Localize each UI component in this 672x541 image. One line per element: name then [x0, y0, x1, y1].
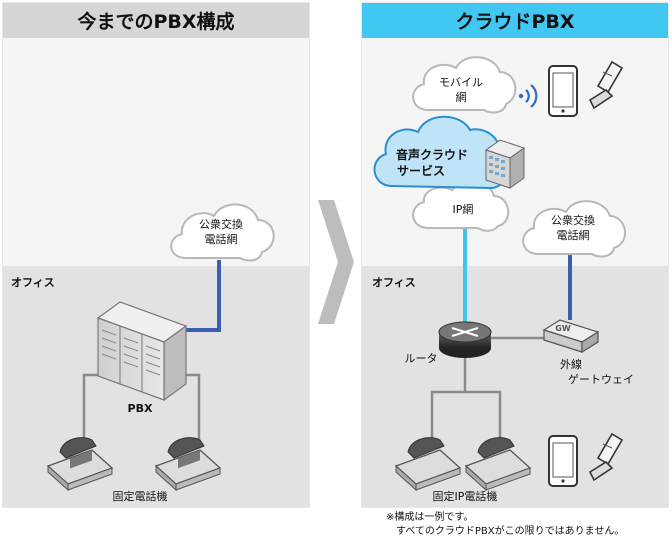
- pbx-label: PBX: [127, 402, 153, 415]
- pstn-label-right-1: 公衆交換: [551, 214, 595, 227]
- datacenter-server-icon: [484, 139, 526, 189]
- office-label-right: オフィス: [372, 276, 416, 289]
- flip-phone-icon: [588, 432, 624, 482]
- transition-arrow: [318, 200, 354, 324]
- pstn-cloud-right: [522, 200, 626, 258]
- mobile-network-label-1: モバイル: [439, 76, 483, 89]
- office-label-left: オフィス: [11, 276, 55, 289]
- wireless-signal-icon: [518, 84, 538, 108]
- pstn-label-left-1: 公衆交換: [199, 218, 243, 231]
- ip-desk-phone-icon: [464, 437, 532, 492]
- ip-network-label: IP網: [452, 203, 474, 216]
- smartphone-icon: [548, 65, 578, 117]
- left-panel-title: 今までのPBX構成: [77, 11, 235, 33]
- ip-desk-phone-icon: [394, 437, 462, 492]
- right-lines: [430, 228, 572, 445]
- left-panel-header: [3, 3, 309, 38]
- right-panel-header: [362, 3, 668, 38]
- ip-phones-label: 固定IP電話機: [432, 490, 498, 503]
- desk-phone-icon: [46, 437, 114, 492]
- gateway-label-1: 外線: [560, 358, 582, 371]
- footnote-line-1: ※構成は一例です。: [386, 512, 474, 523]
- voice-cloud-label-2: サービス: [396, 164, 445, 178]
- pbx-server-icon: [96, 301, 188, 402]
- mobile-network-label-2: 網: [455, 91, 467, 104]
- gateway-label-2: ゲートウェイ: [568, 373, 634, 386]
- smartphone-icon: [548, 435, 578, 487]
- pstn-cloud-left: [170, 203, 275, 262]
- gateway-icon: [542, 319, 600, 354]
- right-panel-title: クラウドPBX: [455, 11, 575, 33]
- flip-phone-icon: [588, 60, 624, 110]
- voice-cloud-label-1: 音声クラウド: [395, 148, 468, 162]
- footnote-line-2: すべてのクラウドPBXがこの限りではありません。: [396, 526, 625, 537]
- phones-label-left: 固定電話機: [112, 490, 168, 503]
- router-icon: [438, 321, 492, 358]
- router-label: ルータ: [404, 352, 438, 365]
- pstn-label-right-2: 電話網: [556, 229, 590, 242]
- pstn-label-left-2: 電話網: [204, 233, 238, 246]
- desk-phone-icon: [154, 437, 222, 492]
- mobile-network-cloud: [412, 56, 517, 114]
- gateway-badge: GW: [555, 324, 571, 333]
